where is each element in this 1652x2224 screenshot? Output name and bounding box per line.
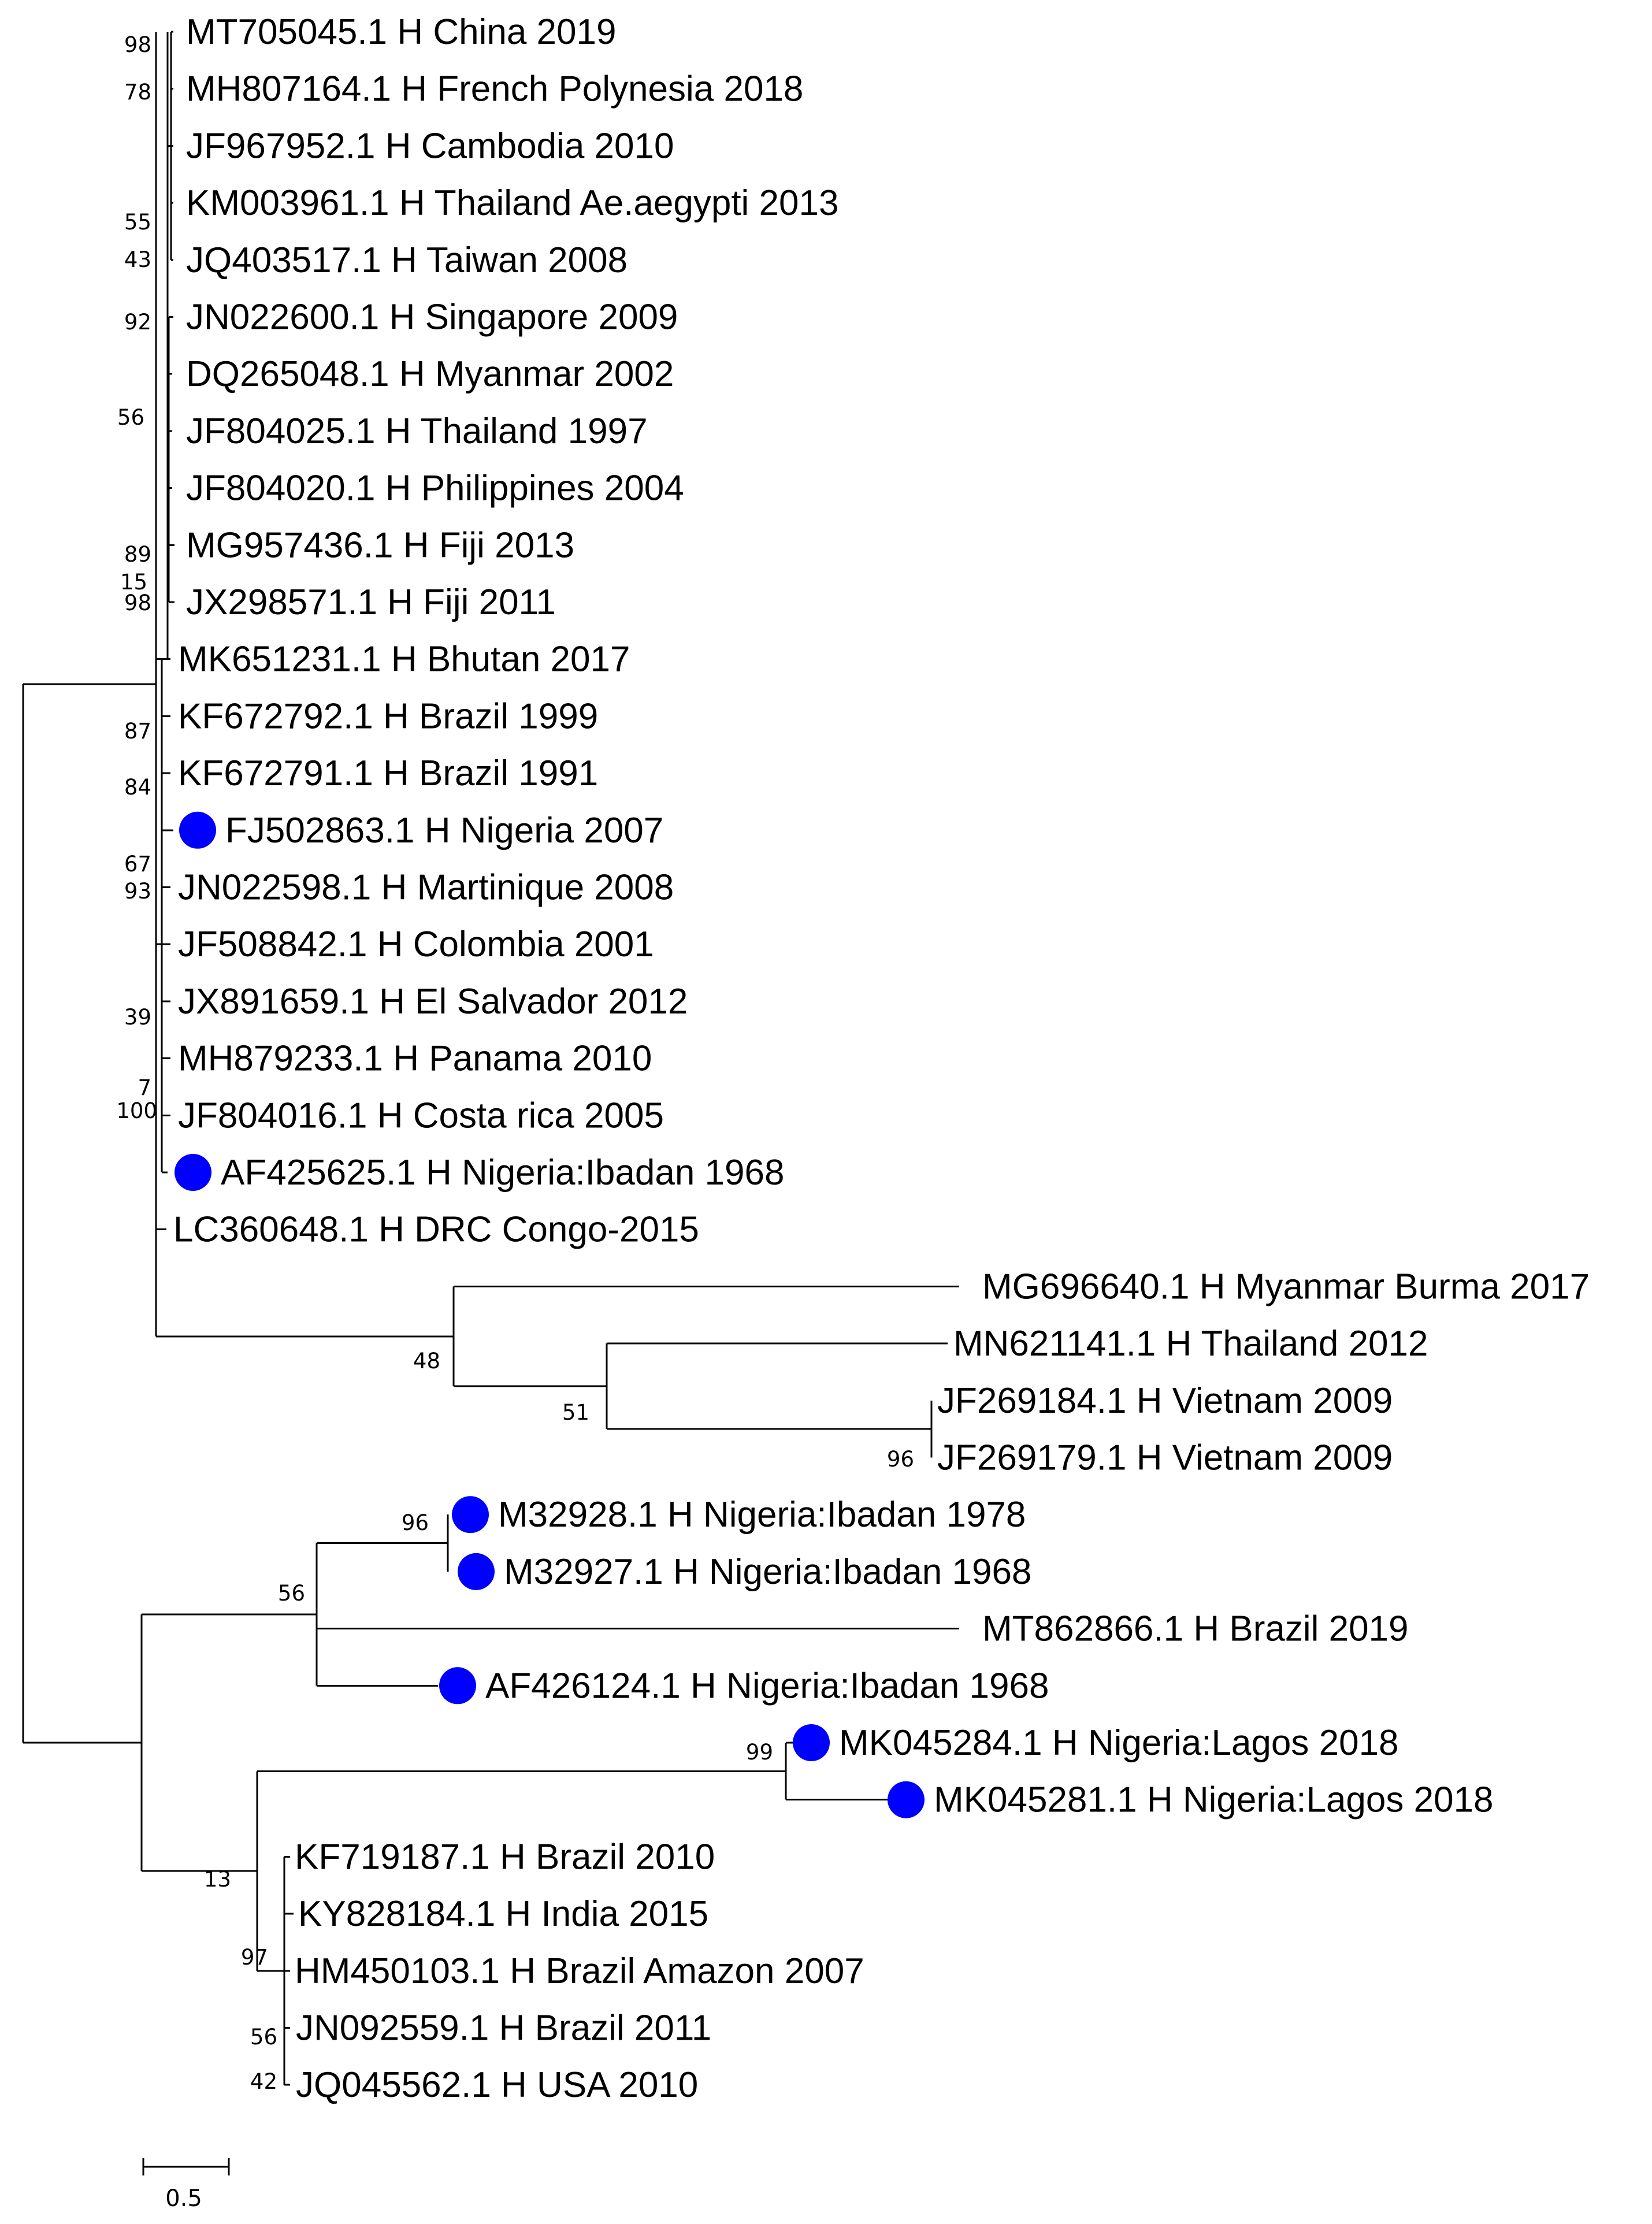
- bootstrap-value: 96: [887, 1447, 914, 1472]
- scale-bar: 0.5: [142, 2158, 230, 2212]
- highlight-marker: [175, 1154, 211, 1191]
- bootstrap-value: 98: [124, 32, 151, 57]
- bootstrap-value: 98: [124, 591, 151, 615]
- bootstrap-value: 99: [746, 1740, 773, 1765]
- leaf-label: JQ045562.1 H USA 2010: [296, 2065, 698, 2105]
- leaf-label: MN621141.1 H Thailand 2012: [953, 1324, 1428, 1364]
- leaf-label: KF672791.1 H Brazil 1991: [178, 753, 598, 793]
- bootstrap-value: 51: [562, 1400, 589, 1425]
- leaf-label: MK045284.1 H Nigeria:Lagos 2018: [839, 1723, 1399, 1763]
- leaf-label: DQ265048.1 H Myanmar 2002: [186, 354, 674, 394]
- bootstrap-value: 93: [124, 879, 151, 904]
- bootstrap-value: 56: [117, 405, 144, 430]
- leaf-label: FJ502863.1 H Nigeria 2007: [225, 811, 663, 851]
- bootstrap-value: 48: [413, 1349, 440, 1373]
- bootstrap-value: 78: [124, 80, 151, 105]
- bootstrap-value: 92: [124, 310, 151, 335]
- bootstrap-value: 39: [124, 1005, 151, 1030]
- leaf-label: KF719187.1 H Brazil 2010: [295, 1837, 715, 1877]
- bootstrap-value: 96: [402, 1510, 429, 1535]
- bootstrap-value: 87: [124, 719, 151, 744]
- leaf-label: M32928.1 H Nigeria:Ibadan 1978: [498, 1495, 1026, 1535]
- bootstrap-value: 100: [116, 1098, 157, 1123]
- leaf-label: JN022600.1 H Singapore 2009: [186, 298, 678, 337]
- bootstrap-value: 55: [124, 210, 151, 235]
- bootstrap-value: 43: [124, 247, 151, 272]
- leaf-label: JF804016.1 H Costa rica 2005: [178, 1096, 664, 1135]
- leaf-label: MT862866.1 H Brazil 2019: [982, 1609, 1409, 1649]
- bootstrap-value: 84: [124, 775, 151, 800]
- leaf-label: JF804025.1 H Thailand 1997: [186, 411, 648, 451]
- leaf-label: JF967952.1 H Cambodia 2010: [186, 126, 674, 166]
- scale-bar-label: 0.5: [165, 2185, 202, 2212]
- leaf-label: MK045281.1 H Nigeria:Lagos 2018: [934, 1780, 1494, 1820]
- highlight-marker: [793, 1724, 830, 1761]
- tree-branches: [22, 31, 959, 2086]
- bootstrap-value: 67: [124, 852, 151, 877]
- highlight-marker: [458, 1553, 495, 1590]
- leaf-label: MH879233.1 H Panama 2010: [178, 1039, 652, 1079]
- leaf-label: MT705045.1 H China 2019: [186, 12, 616, 52]
- leaf-label: JF269179.1 H Vietnam 2009: [937, 1438, 1393, 1478]
- bootstrap-value: 42: [250, 2069, 277, 2094]
- bootstrap-value: 7: [138, 1075, 151, 1100]
- leaf-label: AF425625.1 H Nigeria:Ibadan 1968: [221, 1153, 784, 1193]
- bootstrap-value: 56: [278, 1581, 305, 1606]
- leaf-label: AF426124.1 H Nigeria:Ibadan 1968: [485, 1666, 1049, 1706]
- leaf-label: JX891659.1 H El Salvador 2012: [178, 982, 688, 1022]
- leaf-label: LC360648.1 H DRC Congo-2015: [173, 1210, 699, 1250]
- leaf-label: HM450103.1 H Brazil Amazon 2007: [295, 1951, 864, 1991]
- leaf-label: JN022598.1 H Martinique 2008: [178, 868, 674, 908]
- highlight-marker: [452, 1496, 489, 1534]
- leaf-label: MK651231.1 H Bhutan 2017: [178, 640, 630, 680]
- leaf-label: MG696640.1 H Myanmar Burma 2017: [982, 1267, 1590, 1306]
- highlight-marker: [888, 1781, 925, 1818]
- bootstrap-value: 97: [241, 1945, 268, 1970]
- bootstrap-value: 89: [124, 542, 151, 567]
- bootstrap-value: 56: [250, 2025, 277, 2050]
- leaf-label: MG957436.1 H Fiji 2013: [186, 525, 574, 565]
- leaf-label: JF508842.1 H Colombia 2001: [178, 924, 654, 964]
- leaf-label: JF804020.1 H Philippines 2004: [186, 469, 684, 508]
- bootstrap-value: 13: [204, 1867, 231, 1892]
- leaf-label: JN092559.1 H Brazil 2011: [296, 2008, 711, 2048]
- leaf-label: KM003961.1 H Thailand Ae.aegypti 2013: [186, 183, 838, 223]
- leaf-label: KY828184.1 H India 2015: [298, 1894, 708, 1934]
- leaf-label: JF269184.1 H Vietnam 2009: [937, 1381, 1393, 1421]
- bootstrap-values: 9878554392568915988784679339710048519696…: [116, 32, 914, 2094]
- leaf-label: M32927.1 H Nigeria:Ibadan 1968: [504, 1552, 1031, 1592]
- leaf-label: KF672792.1 H Brazil 1999: [178, 696, 598, 736]
- leaf-label: MH807164.1 H French Polynesia 2018: [186, 69, 803, 109]
- leaf-label: JQ403517.1 H Taiwan 2008: [186, 240, 628, 280]
- bootstrap-value: 15: [120, 570, 147, 595]
- highlight-marker: [179, 811, 216, 849]
- leaf-label: JX298571.1 H Fiji 2011: [186, 582, 556, 622]
- highlight-marker: [439, 1667, 476, 1705]
